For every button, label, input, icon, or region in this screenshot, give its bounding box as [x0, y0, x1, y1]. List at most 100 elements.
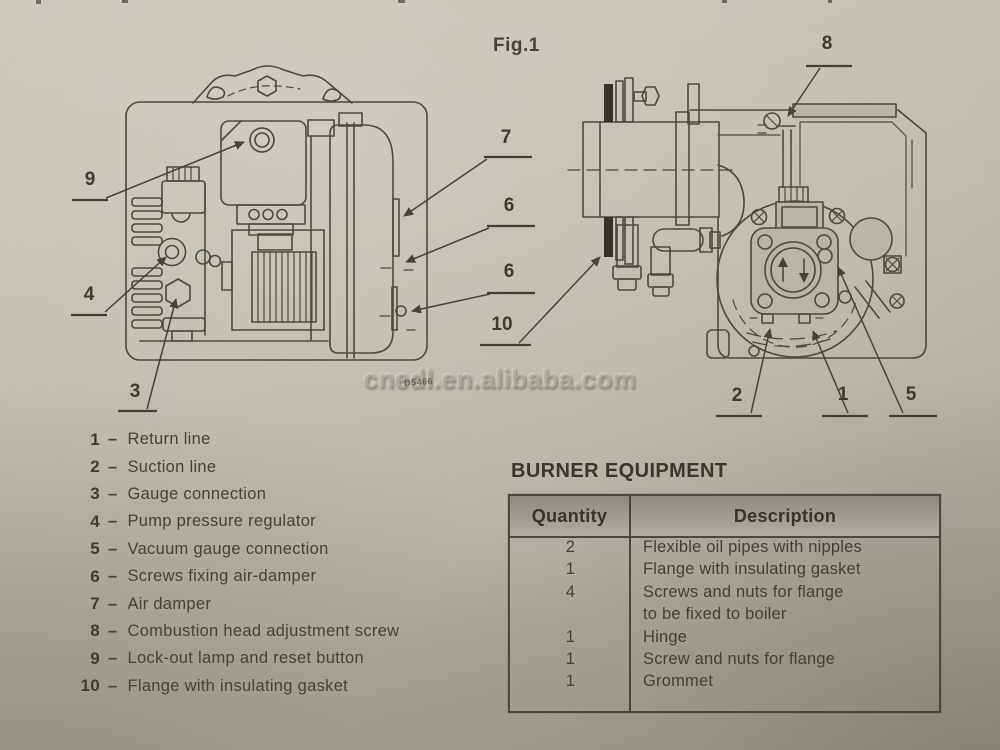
table-row: 1 Screw and nuts for flange — [510, 650, 939, 672]
quantity-cell: 1 — [565, 672, 576, 691]
motor-block — [221, 229, 325, 331]
parts-list: 1–Return line 2–Suction line 3–Gauge con… — [68, 426, 498, 700]
description-cell: Hinge — [643, 627, 688, 646]
callout-1: 1 — [837, 384, 849, 405]
part-label: Lock-out lamp and reset button — [127, 649, 364, 668]
callout-6b: 6 — [503, 261, 515, 282]
part-label: Flange with insulating gasket — [127, 676, 349, 695]
description-header: Description — [733, 505, 837, 526]
part-row: 2–Suction line — [68, 453, 498, 480]
part-number: 9 — [90, 648, 100, 668]
return-line-port — [798, 313, 811, 324]
insulating-gasket-flange — [604, 77, 660, 265]
gauge-connection-plug — [165, 278, 191, 308]
callout-2: 2 — [731, 385, 743, 406]
control-box — [220, 120, 307, 236]
part-number: 4 — [90, 511, 100, 531]
oil-pump — [131, 166, 222, 342]
part-number: 7 — [90, 594, 100, 614]
callout-4: 4 — [83, 284, 95, 305]
table-row: 1 Grommet — [510, 672, 939, 694]
part-label: Air damper — [127, 594, 212, 613]
part-number: 3 — [90, 484, 100, 504]
part-label: Screws fixing air-damper — [127, 567, 317, 586]
part-row: 10–Flange with insulating gasket — [68, 673, 498, 700]
part-label: Suction line — [127, 457, 217, 476]
fan-housing-top — [192, 65, 353, 104]
callout-6a: 6 — [503, 195, 515, 216]
dash-separator: – — [108, 621, 118, 640]
callout-7: 7 — [500, 127, 512, 148]
description-cell: Flexible oil pipes with nipples — [643, 538, 862, 556]
part-row: 7–Air damper — [68, 590, 498, 617]
dash-separator: – — [108, 649, 118, 668]
dash-separator: – — [108, 539, 118, 558]
burner-front-view-drawing — [567, 77, 927, 359]
quantity-cell: 1 — [565, 627, 576, 646]
part-row: 4–Pump pressure regulator — [68, 508, 498, 535]
callout-3: 3 — [129, 381, 141, 402]
description-cell: Screws and nuts for flange — [643, 582, 844, 601]
combustion-head-screw — [757, 112, 781, 134]
bolt — [750, 208, 768, 226]
part-label: Vacuum gauge connection — [127, 539, 329, 558]
figure-label: Fig.1 — [493, 35, 540, 56]
mounting-flange — [675, 83, 700, 226]
part-row: 3–Gauge connection — [68, 481, 498, 508]
dash-separator: – — [108, 594, 118, 613]
table-header-row: Quantity Description — [510, 496, 939, 538]
dash-separator: – — [108, 567, 118, 586]
part-row: 6–Screws fixing air-damper — [68, 563, 498, 590]
air-damper-cover — [329, 112, 416, 359]
quantity-cell: 4 — [565, 582, 576, 601]
part-row: 8–Combustion head adjustment screw — [68, 618, 498, 645]
table-row: 4 Screws and nuts for flange — [510, 583, 939, 605]
hex-bolt — [883, 255, 902, 274]
lockout-lamp — [249, 127, 275, 153]
watermark-code: D5466 — [403, 375, 434, 389]
callout-10: 10 — [491, 314, 513, 335]
blast-tube — [567, 121, 737, 218]
part-number: 8 — [90, 621, 100, 641]
quantity-cell — [510, 605, 631, 627]
table-row: 1 Hinge — [510, 628, 939, 650]
callout-9: 9 — [84, 169, 96, 190]
part-number: 6 — [90, 566, 100, 586]
part-label: Combustion head adjustment screw — [127, 621, 400, 640]
part-label: Pump pressure regulator — [127, 512, 316, 531]
part-number: 5 — [90, 539, 100, 559]
dash-separator: – — [108, 457, 118, 476]
description-cell: Grommet — [643, 672, 714, 691]
part-number: 1 — [90, 429, 100, 449]
pump-front — [749, 227, 839, 324]
description-cell: to be fixed to boiler — [643, 605, 787, 624]
callout-8: 8 — [821, 33, 833, 54]
equipment-title: BURNER EQUIPMENT — [511, 460, 728, 482]
quantity-cell: 2 — [565, 538, 576, 556]
part-label: Gauge connection — [127, 484, 267, 503]
table-row: to be fixed to boiler — [510, 605, 939, 627]
column-divider — [629, 538, 631, 711]
part-number: 2 — [90, 457, 100, 477]
description-cell: Flange with insulating gasket — [643, 560, 861, 579]
dash-separator: – — [108, 676, 118, 695]
table-row: 2 Flexible oil pipes with nipples — [510, 538, 939, 560]
part-row: 1–Return line — [68, 426, 498, 453]
description-cell: Screw and nuts for flange — [643, 649, 836, 668]
callout-5: 5 — [905, 384, 917, 405]
pressure-regulator — [157, 237, 187, 267]
suction-line-port — [761, 313, 774, 324]
part-row: 9–Lock-out lamp and reset button — [68, 645, 498, 672]
part-label: Return line — [127, 430, 211, 449]
dash-separator: – — [108, 512, 118, 531]
part-number: 10 — [80, 676, 100, 696]
page-top-specks — [36, 0, 832, 4]
air-intake — [849, 217, 893, 261]
equipment-table: Quantity Description 2 Flexible oil pipes… — [508, 494, 941, 713]
dash-separator: – — [108, 430, 118, 449]
quantity-cell: 1 — [565, 649, 576, 668]
oil-pipes — [612, 224, 721, 297]
